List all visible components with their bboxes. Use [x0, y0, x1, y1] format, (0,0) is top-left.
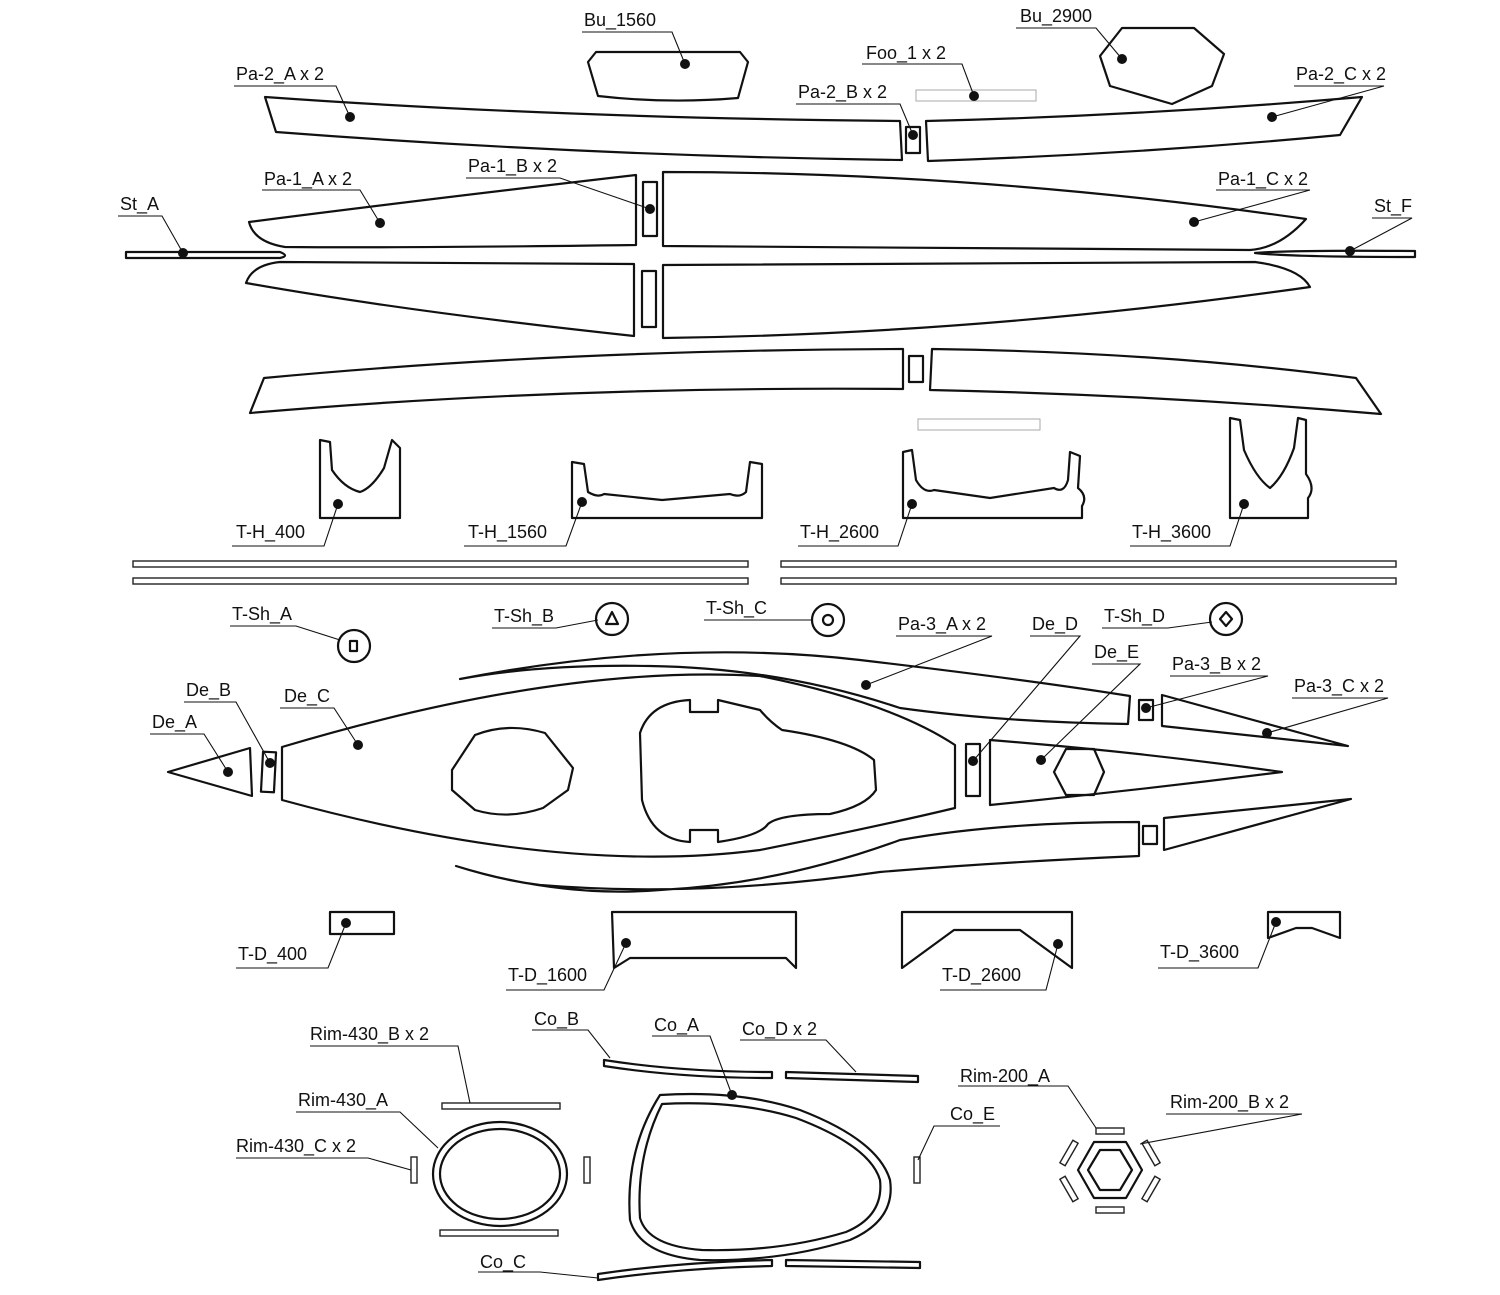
label-tsh-c: T-Sh_C — [706, 598, 767, 619]
part-bu-1560 — [586, 50, 750, 102]
label-th-2600: T-H_2600 — [800, 522, 879, 543]
label-pa3-b: Pa-3_B x 2 — [1172, 654, 1261, 675]
part-th-3600 — [1228, 416, 1313, 520]
part-co-strips — [596, 1058, 922, 1282]
label-st-a: St_A — [120, 194, 159, 215]
label-rim430-b: Rim-430_B x 2 — [310, 1024, 429, 1045]
part-pa2-c-mirror — [928, 347, 1383, 416]
jig-foo-1 — [915, 89, 1037, 102]
label-rim430-c: Rim-430_C x 2 — [236, 1136, 356, 1157]
label-th-3600: T-H_3600 — [1132, 522, 1211, 543]
part-td-2600 — [900, 910, 1074, 970]
label-foo-1: Foo_1 x 2 — [866, 43, 946, 64]
part-rim430 — [410, 1102, 591, 1237]
label-de-b: De_B — [186, 680, 231, 701]
part-pa3-a — [458, 651, 1132, 726]
part-long-strips — [132, 560, 1397, 585]
part-th-1560 — [570, 460, 764, 520]
part-co-a — [628, 1090, 892, 1262]
label-de-e: De_E — [1094, 642, 1139, 663]
part-tsh-b — [594, 601, 630, 637]
label-tsh-a: T-Sh_A — [232, 604, 292, 625]
label-rim430-a: Rim-430_A — [298, 1090, 388, 1111]
part-pa2-a-mirror — [248, 347, 905, 415]
part-pa3-a-mirror — [454, 797, 1353, 893]
label-de-c: De_C — [284, 686, 330, 707]
label-de-d: De_D — [1032, 614, 1078, 635]
label-de-a: De_A — [152, 712, 197, 733]
label-tsh-d: T-Sh_D — [1104, 606, 1165, 627]
part-pa2-c — [924, 95, 1364, 163]
label-co-b: Co_B — [534, 1009, 579, 1030]
jig-foo-1-mirror — [917, 418, 1041, 431]
part-de-d — [964, 742, 982, 798]
leader-lines — [118, 27, 1413, 1279]
label-co-c: Co_C — [480, 1252, 526, 1273]
part-pa2-b — [904, 125, 922, 155]
label-tsh-b: T-Sh_B — [494, 606, 554, 627]
label-co-e: Co_E — [950, 1104, 995, 1125]
part-pa1-c — [661, 170, 1308, 252]
part-td-400 — [328, 910, 396, 936]
part-th-2600 — [901, 448, 1086, 520]
part-td-1600 — [610, 910, 798, 970]
label-pa1-c: Pa-1_C x 2 — [1218, 169, 1308, 190]
part-de-e — [988, 738, 1284, 807]
label-pa2-c: Pa-2_C x 2 — [1296, 64, 1386, 85]
label-th-1560: T-H_1560 — [468, 522, 547, 543]
label-td-3600: T-D_3600 — [1160, 942, 1239, 963]
part-tsh-d — [1208, 601, 1244, 637]
part-pa2-b-mirror — [907, 354, 925, 384]
part-pa3-c — [1160, 693, 1350, 748]
part-de-b — [259, 750, 278, 794]
part-de-c — [280, 673, 957, 858]
part-de-a — [166, 746, 254, 798]
label-pa2-b: Pa-2_B x 2 — [798, 82, 887, 103]
part-pa1-a-mirror — [244, 260, 636, 338]
label-rim200-a: Rim-200_A — [960, 1066, 1050, 1087]
label-pa1-a: Pa-1_A x 2 — [264, 169, 352, 190]
part-pa3-b — [1137, 698, 1155, 722]
part-pa1-c-mirror — [661, 260, 1312, 340]
part-pa2-a — [263, 95, 904, 162]
label-td-400: T-D_400 — [238, 944, 307, 965]
label-bu-1560: Bu_1560 — [584, 10, 656, 31]
label-th-400: T-H_400 — [236, 522, 305, 543]
part-rim200 — [1058, 1127, 1162, 1214]
part-labels: Bu_1560 Bu_2900 Foo_1 x 2 Pa-2_A x 2 Pa-… — [120, 6, 1412, 1273]
part-pa1-b-mirror — [640, 269, 658, 329]
part-th-400 — [318, 438, 402, 520]
label-td-1600: T-D_1600 — [508, 965, 587, 986]
label-rim200-b: Rim-200_B x 2 — [1170, 1092, 1289, 1113]
label-td-2600: T-D_2600 — [942, 965, 1021, 986]
label-st-f: St_F — [1374, 196, 1412, 217]
part-st-a — [124, 248, 287, 260]
label-co-d: Co_D x 2 — [742, 1019, 817, 1040]
label-bu-2900: Bu_2900 — [1020, 6, 1092, 27]
part-td-3600 — [1266, 910, 1342, 940]
part-st-f — [1253, 246, 1417, 259]
label-pa1-b: Pa-1_B x 2 — [468, 156, 557, 177]
part-tsh-c — [810, 602, 846, 638]
label-pa2-a: Pa-2_A x 2 — [236, 64, 324, 85]
part-bu-2900 — [1098, 26, 1226, 106]
part-tsh-a — [336, 628, 372, 664]
label-co-a: Co_A — [654, 1015, 699, 1036]
label-pa3-c: Pa-3_C x 2 — [1294, 676, 1384, 697]
label-pa3-a: Pa-3_A x 2 — [898, 614, 986, 635]
